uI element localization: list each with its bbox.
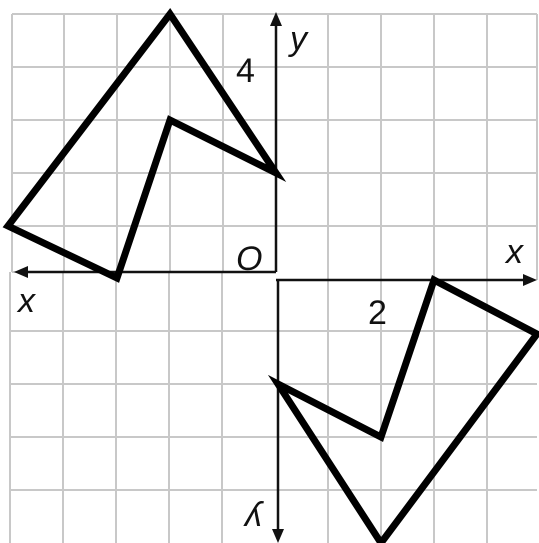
- grid-upper-right: [276, 13, 538, 280]
- y-axis-arrow-down: [272, 529, 284, 543]
- rotated-figure: [267, 274, 539, 543]
- x-axis-label: x: [504, 233, 524, 271]
- reflected-x-axis-label: x: [16, 282, 36, 320]
- tick-label-2: 2: [368, 294, 387, 332]
- x-axis-arrow-right: [523, 274, 537, 286]
- reflected-y-axis-label: y: [243, 500, 264, 538]
- origin-label: O: [236, 240, 262, 278]
- tick-label-4: 4: [236, 52, 255, 90]
- y-axis-arrow-up: [270, 12, 282, 26]
- x-axis-arrow-left: [14, 266, 28, 278]
- y-axis-label: y: [288, 20, 309, 58]
- grid-lower-left: [9, 272, 276, 543]
- original-figure: [2, 7, 287, 283]
